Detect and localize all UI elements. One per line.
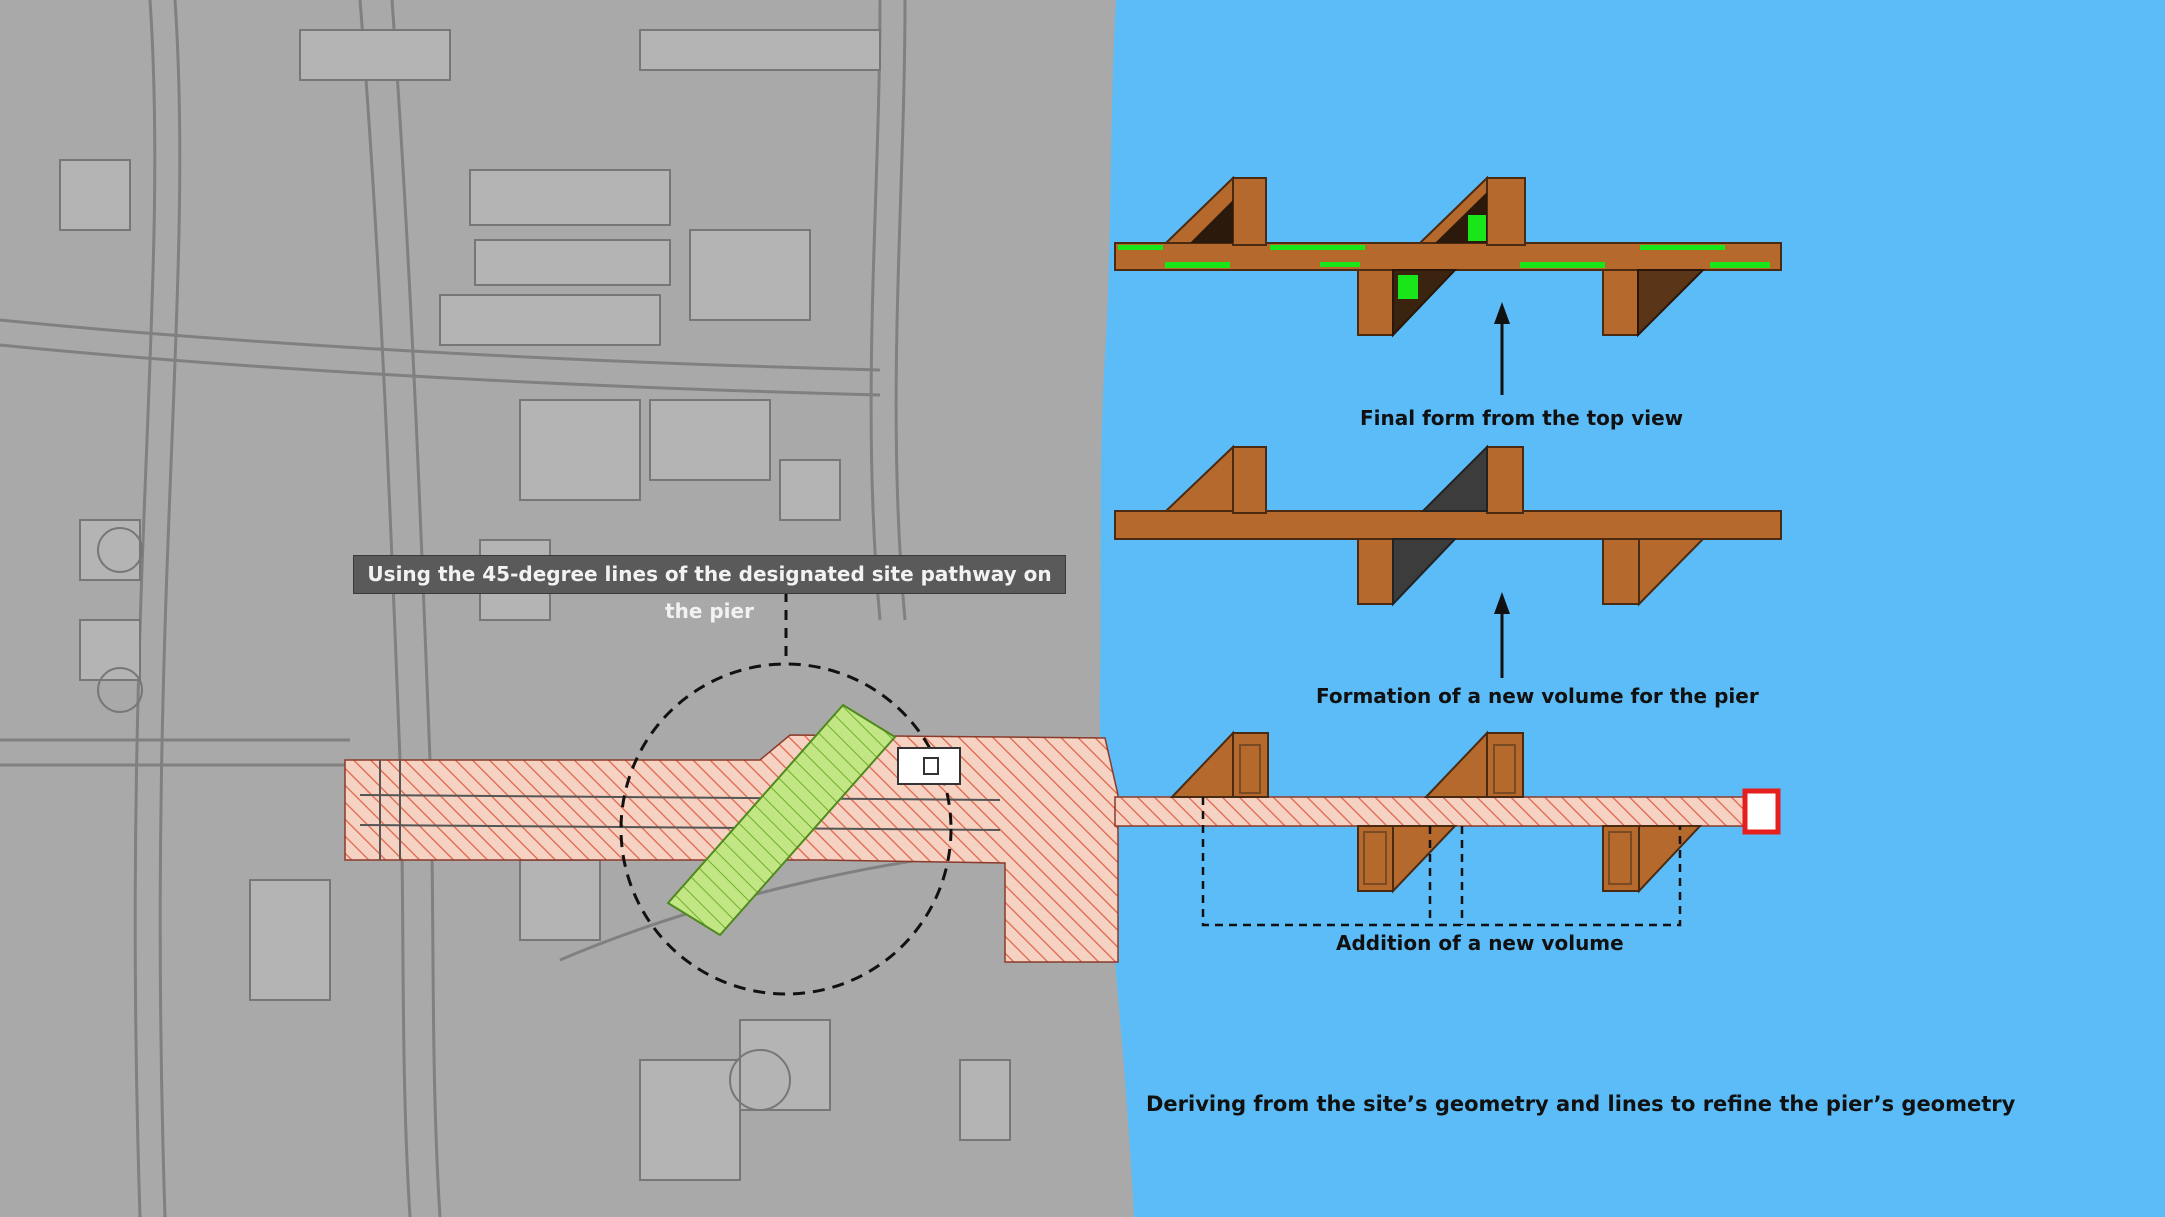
label-addition-new-volume: Addition of a new volume [1336,931,1624,955]
arrow-up-2 [1494,592,1510,678]
site-sign [897,747,961,785]
pier-final-form [1114,175,1782,338]
pier-addition [1114,730,1781,927]
focus-circle [619,662,953,996]
pier-deck-hatched [1114,796,1746,827]
diagram-caption: Deriving from the site’s geometry and li… [1146,1092,2016,1116]
site-pathway-callout: Using the 45-degree lines of the designa… [353,555,1066,623]
label-formation-new-volume: Formation of a new volume for the pier [1316,684,1759,708]
pier-new-volume [1114,444,1782,607]
arrow-up-1 [1494,302,1510,395]
pier-deck [1114,510,1782,540]
addition-bracket [1201,797,1682,927]
label-final-form-top-view: Final form from the top view [1360,406,1684,430]
road-network [0,0,1001,1217]
vegetation-strips [1118,215,1770,299]
green-45-degree-corridor [666,703,897,937]
pier-end-cap [1742,788,1781,835]
site-plan [0,0,1134,1217]
